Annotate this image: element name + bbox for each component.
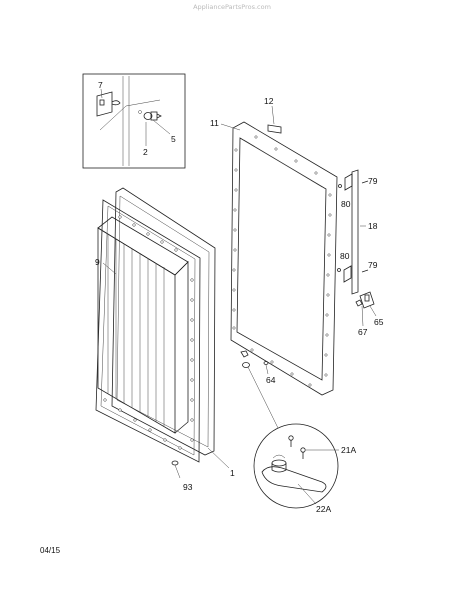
door-liner-assembly — [95, 187, 230, 469]
label-18: 18 — [368, 221, 378, 231]
label-79-bottom: 79 — [368, 260, 378, 270]
label-9: 9 — [95, 257, 100, 267]
label-80-top: 80 — [341, 199, 351, 209]
label-5: 5 — [171, 134, 176, 144]
label-11: 11 — [210, 118, 219, 128]
screw-93 — [171, 460, 181, 479]
watermark: AppliancePartsPros.com — [193, 3, 271, 11]
label-12: 12 — [264, 96, 274, 106]
hinge-detail-inset — [82, 73, 186, 169]
label-93: 93 — [183, 482, 193, 492]
date-code: 04/15 — [40, 546, 61, 555]
hinge-detail-circle — [253, 423, 339, 509]
label-22a: 22A — [316, 504, 331, 514]
label-1: 1 — [230, 468, 235, 478]
outer-door-panel — [220, 121, 338, 396]
label-2: 2 — [143, 147, 148, 157]
label-65: 65 — [374, 317, 384, 327]
latch-bracket — [355, 291, 377, 327]
label-64: 64 — [266, 375, 276, 385]
bottom-hinge-parts — [240, 350, 279, 429]
label-80-bottom: 80 — [340, 251, 350, 261]
label-21a: 21A — [341, 445, 356, 455]
label-7: 7 — [98, 80, 103, 90]
door-handle-18 — [337, 169, 369, 295]
label-67: 67 — [358, 327, 368, 337]
label-79-top: 79 — [368, 176, 378, 186]
top-cap-12 — [267, 105, 282, 134]
